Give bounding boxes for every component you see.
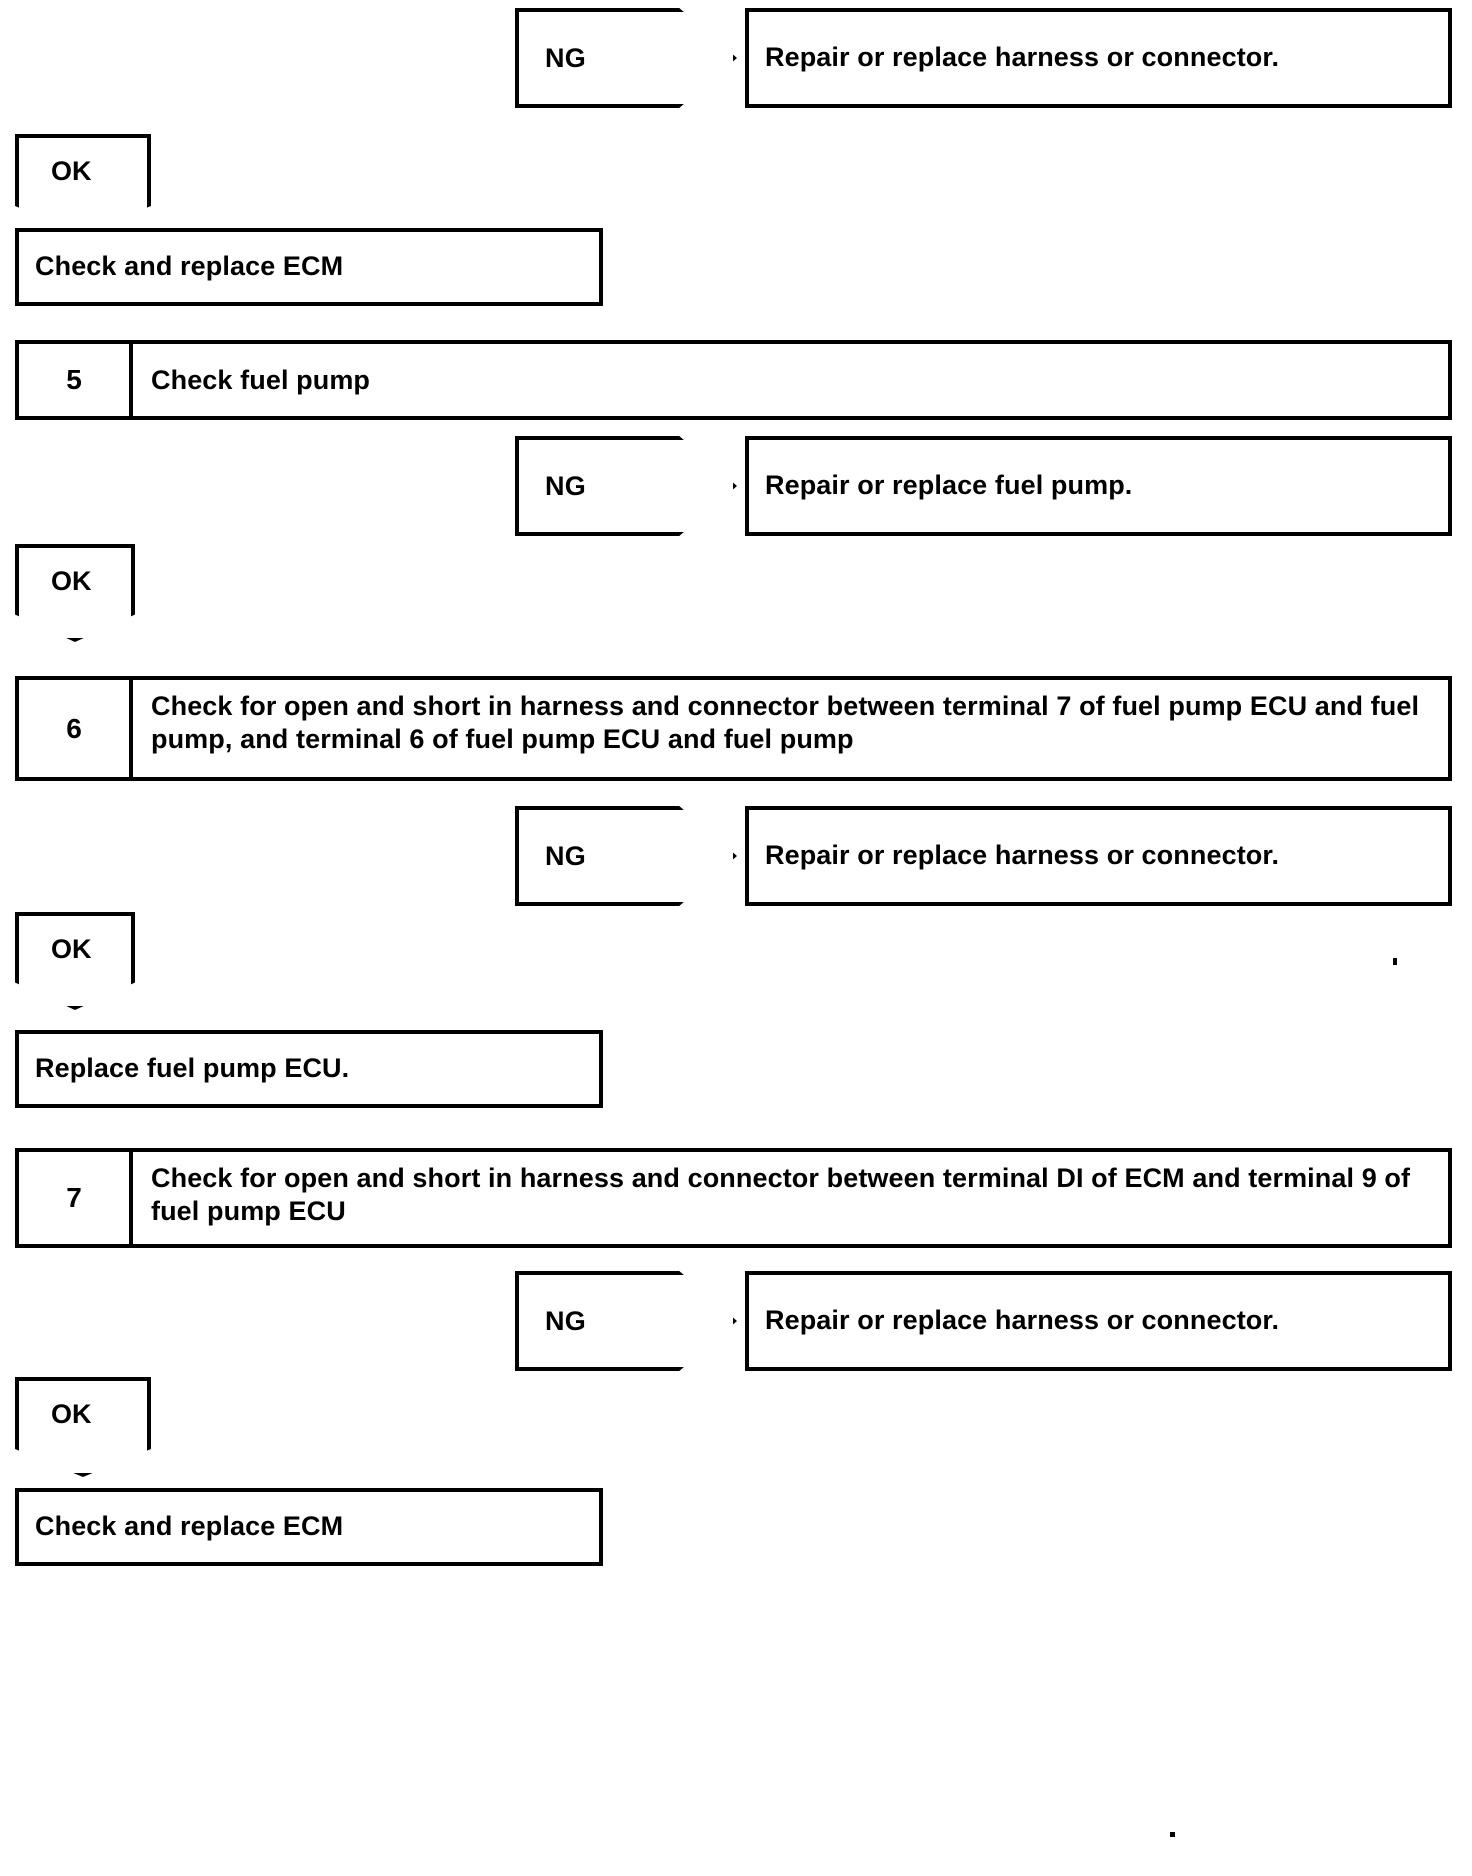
ng-label: NG bbox=[545, 42, 587, 73]
ok-label: OK bbox=[51, 1399, 92, 1429]
ng-arrow-4: NG bbox=[515, 1271, 737, 1371]
ok-label: OK bbox=[51, 156, 92, 186]
ng-arrow-1: NG bbox=[515, 8, 737, 108]
step-number: 5 bbox=[19, 344, 133, 416]
result-box-repair-harness-3: Repair or replace harness or connector. bbox=[745, 1271, 1452, 1371]
result-text: Repair or replace harness or connector. bbox=[765, 42, 1280, 73]
print-speck bbox=[1170, 1832, 1175, 1837]
ng-label: NG bbox=[545, 1305, 587, 1336]
action-box-replace-fuel-pump-ecu: Replace fuel pump ECU. bbox=[15, 1030, 603, 1108]
step-number: 7 bbox=[19, 1152, 133, 1244]
result-text: Repair or replace harness or connector. bbox=[765, 840, 1280, 871]
step-number: 6 bbox=[19, 680, 133, 777]
ng-arrow-2: NG bbox=[515, 436, 737, 536]
action-text: Check and replace ECM bbox=[35, 251, 344, 282]
ok-arrow-3: OK bbox=[15, 912, 135, 1010]
action-text: Check and replace ECM bbox=[35, 1511, 344, 1542]
action-box-check-replace-ecm-2: Check and replace ECM bbox=[15, 1488, 603, 1566]
result-box-repair-fuel-pump: Repair or replace fuel pump. bbox=[745, 436, 1452, 536]
step-text: Check fuel pump bbox=[151, 364, 371, 395]
step-text: Check for open and short in harness and … bbox=[151, 1163, 1411, 1226]
ok-arrow-4: OK bbox=[15, 1377, 151, 1477]
step-text: Check for open and short in harness and … bbox=[151, 691, 1420, 754]
ok-arrow-1: OK bbox=[15, 134, 151, 234]
result-text: Repair or replace harness or connector. bbox=[765, 1305, 1280, 1336]
result-box-repair-harness-2: Repair or replace harness or connector. bbox=[745, 806, 1452, 906]
ok-arrow-2: OK bbox=[15, 544, 135, 642]
step-box-5: 5 Check fuel pump bbox=[15, 340, 1452, 420]
ng-label: NG bbox=[545, 470, 587, 501]
ng-label: NG bbox=[545, 840, 587, 871]
action-text: Replace fuel pump ECU. bbox=[35, 1053, 350, 1084]
step-box-6: 6 Check for open and short in harness an… bbox=[15, 676, 1452, 781]
ng-arrow-3: NG bbox=[515, 806, 737, 906]
ok-label: OK bbox=[51, 566, 92, 596]
print-speck bbox=[1393, 958, 1397, 965]
ok-label: OK bbox=[51, 934, 92, 964]
result-box-repair-harness-1: Repair or replace harness or connector. bbox=[745, 8, 1452, 108]
action-box-check-replace-ecm-1: Check and replace ECM bbox=[15, 228, 603, 306]
result-text: Repair or replace fuel pump. bbox=[765, 470, 1133, 501]
step-box-7: 7 Check for open and short in harness an… bbox=[15, 1148, 1452, 1248]
